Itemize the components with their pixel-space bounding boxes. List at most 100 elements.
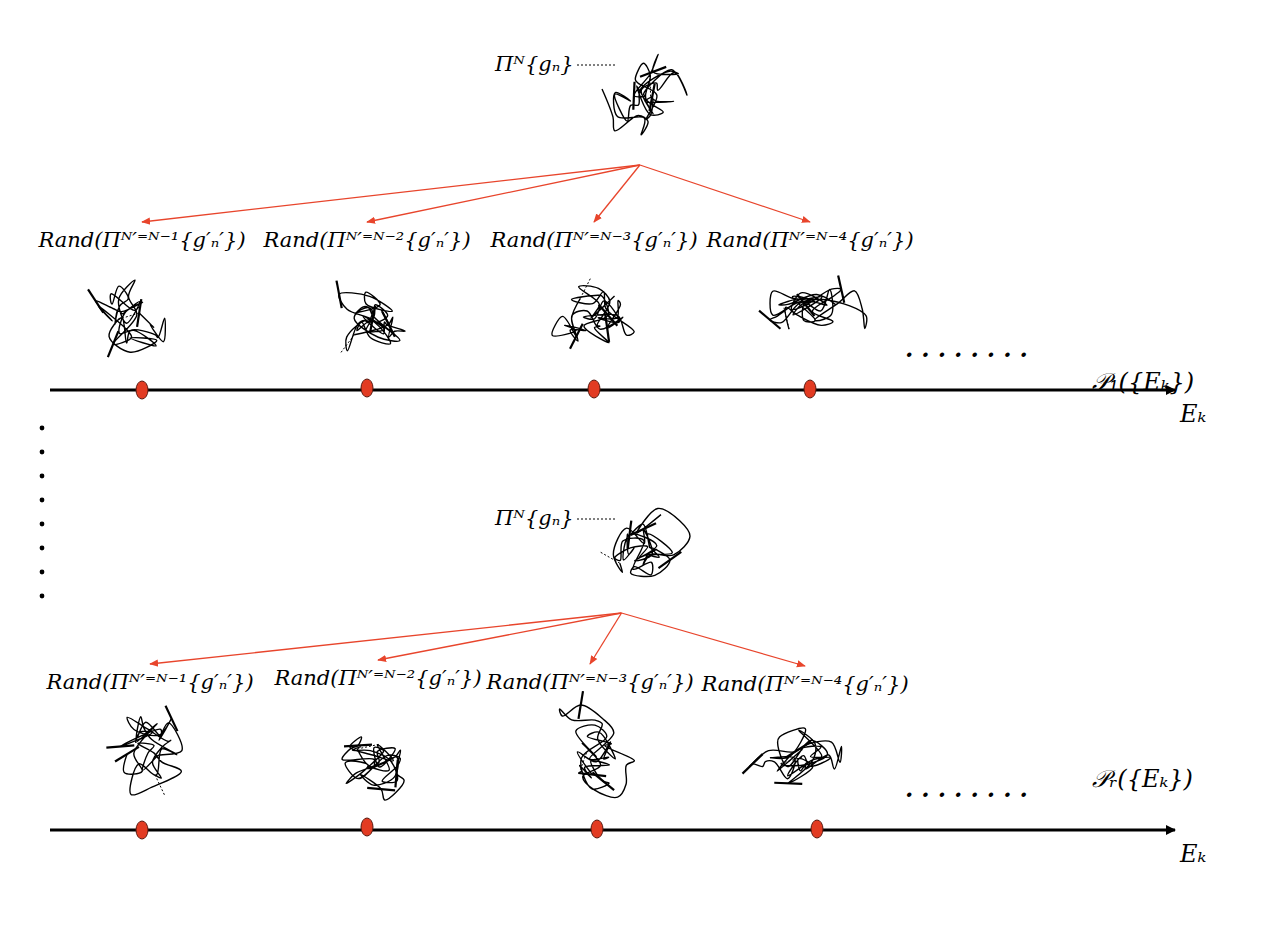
polymer-chain bbox=[770, 289, 867, 330]
polymer-drawing bbox=[534, 259, 654, 367]
random-polymer: Rand(Πᴺ′⁼ᴺ⁻²{g′ₙ′}) bbox=[270, 660, 485, 807]
random-polymer: Rand(Πᴺ′⁼ᴺ⁻¹{g′ₙ′}) bbox=[34, 222, 249, 369]
energy-dot bbox=[361, 379, 373, 397]
polymer-drawing bbox=[585, 30, 715, 160]
chain-segment bbox=[108, 331, 119, 357]
chain-segment bbox=[797, 294, 815, 316]
polymer-chain bbox=[602, 54, 687, 134]
chain-segment bbox=[742, 754, 762, 774]
chain-segment bbox=[599, 305, 618, 326]
polymer-drawing bbox=[745, 703, 865, 811]
random-polymer: Rand(Πᴺ′⁼ᴺ⁻¹{g′ₙ′}) bbox=[42, 664, 257, 811]
polymer-chain bbox=[96, 280, 166, 352]
chain-segment bbox=[650, 84, 655, 112]
polymer-drawing bbox=[90, 701, 210, 809]
polymer-drawing bbox=[580, 486, 705, 601]
red-arrow bbox=[640, 165, 810, 222]
polymer-label: Rand(Πᴺ′⁼ᴺ⁻²{g′ₙ′}) bbox=[263, 228, 470, 253]
red-arrow bbox=[150, 613, 622, 664]
chain-segment bbox=[838, 276, 844, 303]
polymer-chain bbox=[342, 737, 404, 800]
energy-dot bbox=[588, 380, 600, 398]
energy-axis bbox=[50, 829, 1175, 832]
polymer-drawing bbox=[82, 259, 202, 367]
energy-axis bbox=[50, 389, 1175, 392]
parent-polymer: Πᴺ{gₙ} bbox=[495, 30, 725, 165]
polymer-chain bbox=[559, 705, 634, 798]
chain-end bbox=[580, 277, 591, 298]
energy-level-dots bbox=[136, 379, 823, 839]
distribution-label: 𝒫ᵣ({Eₖ}) bbox=[1092, 765, 1193, 794]
parent-polymer: Πᴺ{gₙ} bbox=[495, 478, 725, 613]
ellipsis: ........ bbox=[905, 775, 1036, 804]
energy-dot bbox=[136, 821, 148, 839]
chain-end bbox=[116, 313, 139, 320]
random-polymer: Rand(Πᴺ′⁼ᴺ⁻⁴{g′ₙ′}) bbox=[697, 666, 912, 813]
axis-label: Eₖ bbox=[1180, 400, 1206, 429]
chain-segment bbox=[166, 706, 178, 731]
chain-segment bbox=[382, 312, 395, 337]
polymer-label: Πᴺ{gₙ} bbox=[495, 506, 574, 531]
chain-end bbox=[155, 775, 165, 797]
red-arrow bbox=[622, 613, 806, 666]
chain-segment bbox=[630, 523, 655, 535]
random-polymer: Rand(Πᴺ′⁼ᴺ⁻³{g′ₙ′}) bbox=[486, 222, 701, 369]
red-arrow bbox=[594, 165, 640, 222]
chain-segment bbox=[106, 746, 134, 748]
chain-segment bbox=[605, 314, 609, 342]
polymer-label: Rand(Πᴺ′⁼ᴺ⁻⁴{g′ₙ′}) bbox=[706, 228, 913, 253]
chain-segment bbox=[787, 742, 811, 757]
vertical-ellipsis bbox=[40, 426, 45, 599]
random-polymer: Rand(Πᴺ′⁼ᴺ⁻³{g′ₙ′}) bbox=[482, 664, 697, 811]
red-arrow bbox=[367, 165, 640, 222]
polymer-drawing bbox=[530, 701, 650, 809]
chain-segment bbox=[344, 745, 372, 747]
chain-end bbox=[340, 335, 354, 354]
energy-dot bbox=[361, 818, 373, 836]
red-arrow bbox=[378, 613, 622, 660]
polymer-label: Πᴺ{gₙ} bbox=[495, 52, 574, 77]
polymer-drawing bbox=[307, 259, 427, 367]
leader-line bbox=[577, 514, 617, 524]
chain-end bbox=[579, 751, 587, 774]
chain-segment bbox=[115, 747, 139, 762]
polymer-label: Rand(Πᴺ′⁼ᴺ⁻¹{g′ₙ′}) bbox=[38, 228, 245, 253]
polymer-label: Rand(Πᴺ′⁼ᴺ⁻³{g′ₙ′}) bbox=[490, 228, 697, 253]
random-polymer: Rand(Πᴺ′⁼ᴺ⁻⁴{g′ₙ′}) bbox=[702, 222, 917, 369]
chain-segment bbox=[759, 311, 780, 329]
energy-dot bbox=[811, 820, 823, 838]
chain-segment bbox=[370, 306, 375, 334]
distribution-label: 𝒫₁({Eₖ}) bbox=[1092, 368, 1194, 397]
chain-end bbox=[599, 551, 620, 563]
chain-segment bbox=[633, 82, 634, 110]
chain-segment bbox=[88, 289, 103, 312]
polymer-drawing bbox=[750, 259, 870, 367]
polymer-label: Rand(Πᴺ′⁼ᴺ⁻²{g′ₙ′}) bbox=[274, 666, 481, 691]
energy-dot bbox=[136, 381, 148, 399]
chain-segment bbox=[578, 691, 583, 719]
chain-segment bbox=[640, 67, 666, 77]
chain-segment bbox=[336, 281, 341, 309]
chain-segment bbox=[367, 788, 395, 790]
red-arrow bbox=[590, 613, 622, 664]
chain-end bbox=[649, 73, 651, 97]
random-polymer: Rand(Πᴺ′⁼ᴺ⁻²{g′ₙ′}) bbox=[259, 222, 474, 369]
polymer-chain bbox=[552, 286, 634, 343]
energy-dot bbox=[804, 380, 816, 398]
polymer-label: Rand(Πᴺ′⁼ᴺ⁻³{g′ₙ′}) bbox=[486, 670, 693, 695]
chain-segment bbox=[627, 521, 631, 549]
polymer-label: Rand(Πᴺ′⁼ᴺ⁻⁴{g′ₙ′}) bbox=[701, 672, 908, 697]
polymer-chain bbox=[613, 508, 690, 576]
ellipsis: ........ bbox=[905, 335, 1036, 364]
chain-segment bbox=[774, 783, 802, 784]
chain-segment bbox=[592, 773, 614, 791]
chain-segment bbox=[570, 324, 583, 349]
chain-end bbox=[784, 306, 789, 329]
polymer-label: Rand(Πᴺ′⁼ᴺ⁻¹{g′ₙ′}) bbox=[46, 670, 253, 695]
red-arrow bbox=[142, 165, 640, 222]
chain-segment bbox=[395, 760, 397, 788]
polymer-chain bbox=[120, 717, 182, 795]
